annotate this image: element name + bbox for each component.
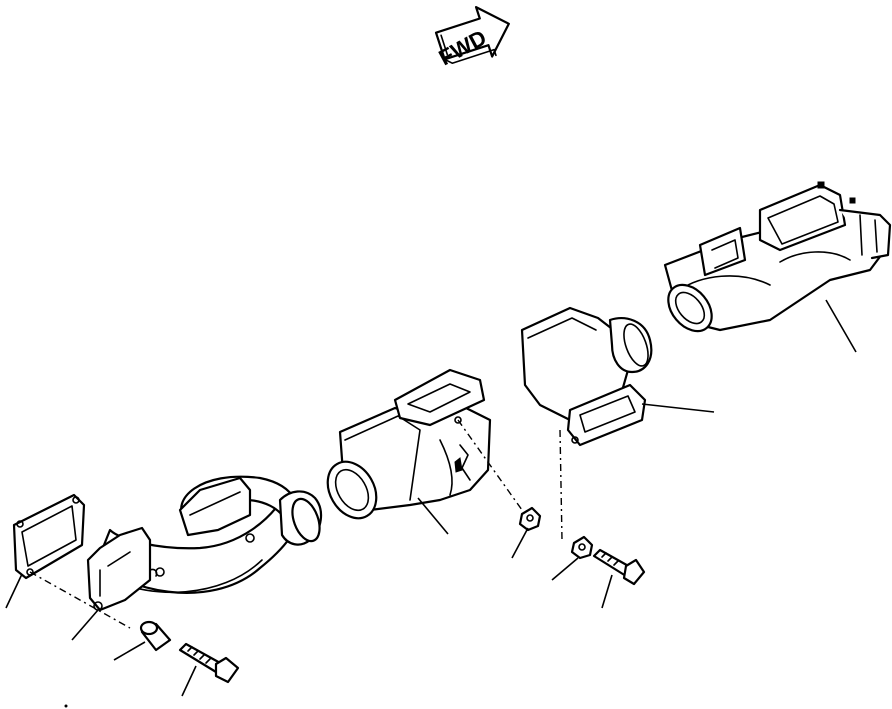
leader-lines xyxy=(5,299,857,697)
gasket-left xyxy=(12,493,86,580)
nut-center xyxy=(518,506,542,532)
forward-arrow-icon xyxy=(434,6,510,65)
bolt-left xyxy=(178,642,240,684)
alignment-line-center xyxy=(457,419,523,511)
manifold-section-left xyxy=(86,475,323,612)
bolt-right xyxy=(592,548,646,586)
spacer-left xyxy=(139,620,172,652)
elbow-section-right xyxy=(520,306,653,447)
nut-right xyxy=(570,535,594,560)
stray-mark xyxy=(64,704,68,708)
manifold-section-right xyxy=(663,181,892,333)
alignment-line-right xyxy=(559,429,563,541)
elbow-section-center xyxy=(326,368,492,520)
alignment-line-left xyxy=(29,571,131,629)
